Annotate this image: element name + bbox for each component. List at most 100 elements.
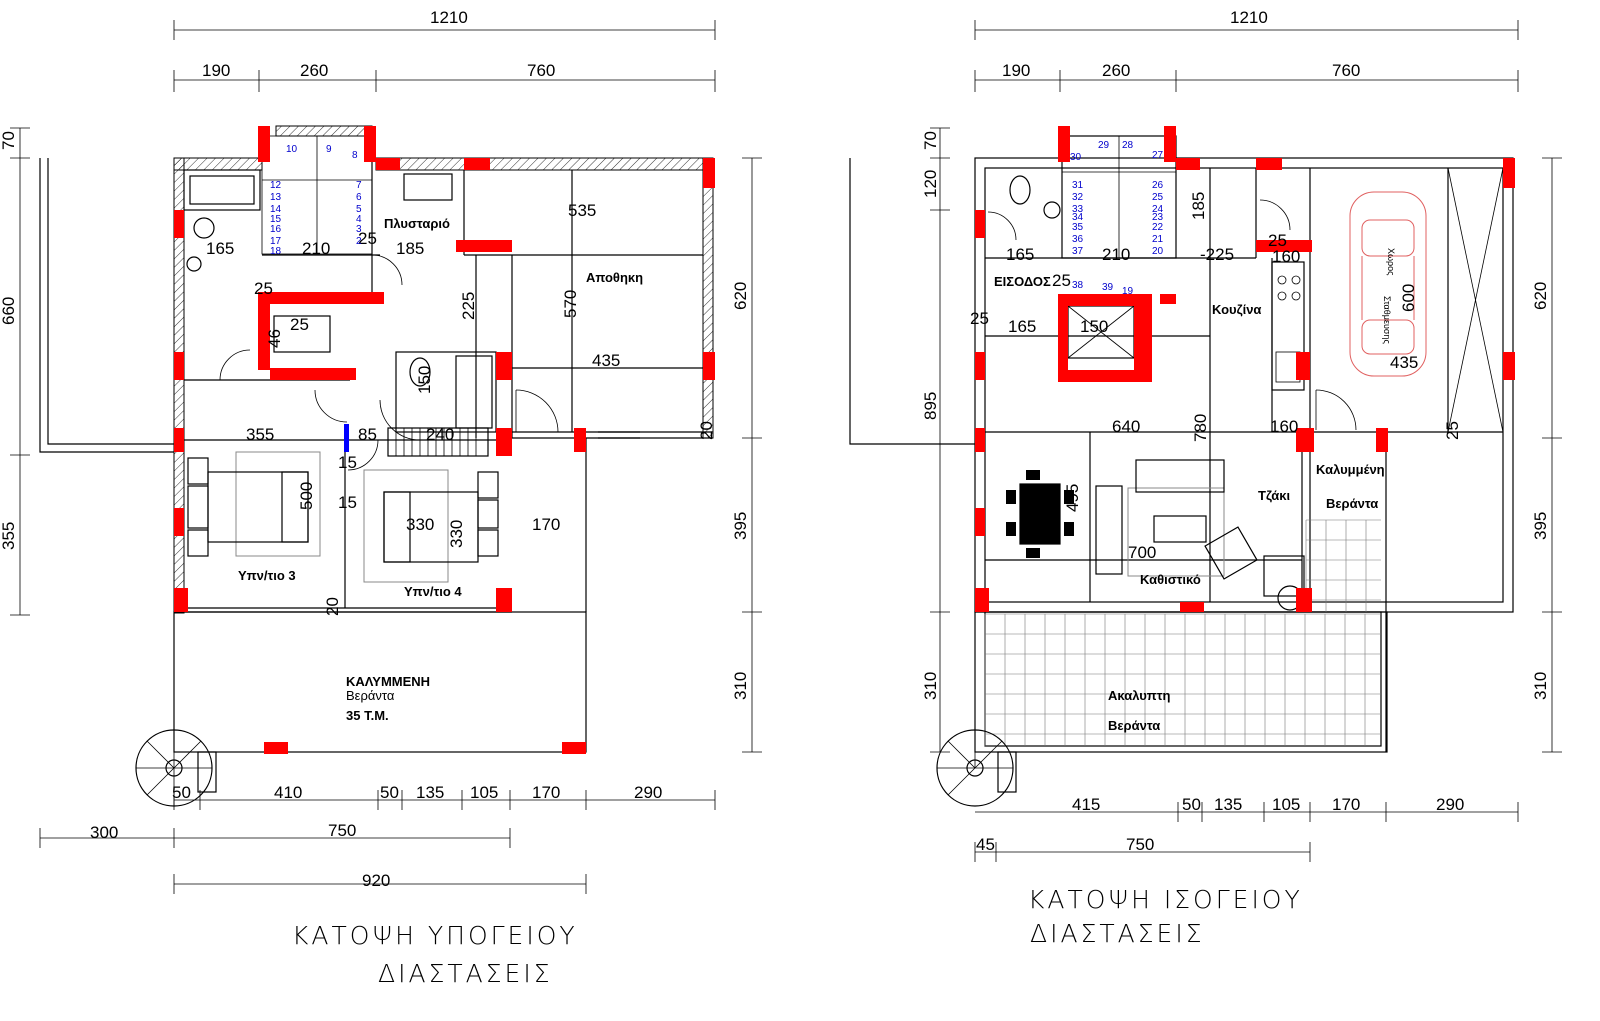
svg-text:27: 27 — [1152, 150, 1164, 161]
svg-text:21: 21 — [1152, 234, 1164, 245]
dim-right-b: 395 — [731, 512, 750, 540]
svg-text:435: 435 — [1390, 353, 1418, 372]
svg-text:535: 535 — [568, 201, 596, 220]
svg-text:920: 920 — [362, 871, 390, 890]
svg-text:170: 170 — [532, 783, 560, 802]
svg-text:240: 240 — [426, 425, 454, 444]
svg-text:170: 170 — [532, 515, 560, 534]
svg-text:300: 300 — [90, 823, 118, 842]
dim-left-c: 355 — [0, 522, 18, 550]
svg-text:15: 15 — [338, 493, 357, 512]
svg-text:35: 35 — [1072, 222, 1084, 233]
left-inner-dims: 165 210 25 185 535 25 25 225 570 435 355… — [206, 201, 716, 616]
left-walls — [173, 125, 714, 614]
svg-text:25: 25 — [970, 309, 989, 328]
svg-text:-225: -225 — [1200, 245, 1234, 264]
svg-text:25: 25 — [1152, 192, 1164, 203]
svg-text:50: 50 — [1182, 795, 1201, 814]
svg-text:18: 18 — [270, 246, 282, 257]
room-bedroom-4: Υπν/τιο 4 — [404, 584, 462, 599]
svg-text:12: 12 — [270, 180, 282, 191]
svg-text:9: 9 — [326, 144, 332, 155]
svg-text:435: 435 — [592, 351, 620, 370]
svg-text:25: 25 — [1268, 231, 1287, 250]
svg-text:160: 160 — [1272, 247, 1300, 266]
dim-top-a: 190 — [202, 61, 230, 80]
svg-text:25: 25 — [254, 279, 273, 298]
right-inner-dims: 185 165 210 -225 25 25 25 165 150 600 43… — [970, 192, 1462, 562]
room-veranda-line2: Βεράντα — [346, 688, 395, 703]
svg-text:135: 135 — [416, 783, 444, 802]
svg-text:17: 17 — [270, 236, 282, 247]
room-tzaki: Τζάκι — [1258, 488, 1290, 503]
left-columns — [174, 126, 715, 754]
svg-text:310: 310 — [1531, 672, 1550, 700]
room-kathistiko: Καθιστικό — [1140, 572, 1201, 587]
room-veranda-area: 35 Τ.Μ. — [346, 708, 389, 723]
svg-text:135: 135 — [1214, 795, 1242, 814]
right-side-dimensions: 620 395 310 — [731, 157, 762, 753]
room-open-veranda-line2: Βεράντα — [1108, 718, 1160, 733]
right-furniture: Χωρος Σταθμευσης — [1006, 191, 1427, 611]
basement-plan: 1210 190 260 760 70 660 355 — [0, 8, 762, 988]
svg-text:15: 15 — [270, 214, 282, 225]
svg-text:50: 50 — [380, 783, 399, 802]
svg-text:210: 210 — [302, 239, 330, 258]
svg-text:750: 750 — [328, 821, 356, 840]
svg-text:225: 225 — [459, 292, 478, 320]
svg-text:25: 25 — [290, 315, 309, 334]
svg-text:105: 105 — [470, 783, 498, 802]
svg-text:45: 45 — [976, 835, 995, 854]
svg-text:310: 310 — [921, 672, 940, 700]
svg-text:36: 36 — [1072, 234, 1084, 245]
svg-text:Σταθμευσης: Σταθμευσης — [1382, 296, 1392, 344]
dim-right-a: 620 — [731, 282, 750, 310]
right-left-dimensions: 70 120 895 310 — [849, 127, 975, 753]
svg-text:16: 16 — [270, 224, 282, 235]
svg-text:570: 570 — [561, 290, 580, 318]
svg-text:495: 495 — [1063, 484, 1082, 512]
svg-text:20: 20 — [697, 421, 716, 440]
dim-left-a: 70 — [0, 131, 18, 150]
svg-text:13: 13 — [270, 192, 282, 203]
left-furniture — [187, 451, 499, 583]
svg-text:34: 34 — [1072, 212, 1084, 223]
svg-text:30: 30 — [1070, 152, 1082, 163]
right-walls — [974, 135, 1514, 613]
room-bedroom-3: Υπν/τιο 3 — [238, 568, 296, 583]
dim-top-b: 260 — [300, 61, 328, 80]
svg-text:85: 85 — [358, 425, 377, 444]
car-icon: Χωρος Σταθμευσης — [1349, 191, 1427, 377]
right-top-dimensions: 1210 190 260 760 — [974, 8, 1519, 92]
ground-floor-subtitle: ΔΙΑΣΤΑΣΕΙΣ — [1030, 919, 1205, 948]
svg-text:750: 750 — [1126, 835, 1154, 854]
svg-text:25: 25 — [1052, 271, 1071, 290]
svg-text:895: 895 — [921, 392, 940, 420]
svg-text:150: 150 — [1080, 317, 1108, 336]
svg-text:Χωρος: Χωρος — [1386, 248, 1396, 276]
right-stair-numbers: 30 29 28 27 31 32 33 34 35 36 37 26 25 2… — [1070, 140, 1164, 297]
svg-text:20: 20 — [323, 597, 342, 616]
svg-text:37: 37 — [1072, 246, 1084, 257]
room-apothiki: Αποθηκη — [586, 270, 643, 285]
svg-text:185: 185 — [1189, 192, 1208, 220]
svg-text:28: 28 — [1122, 140, 1134, 151]
svg-text:150: 150 — [415, 366, 434, 394]
room-eisodos: ΕΙΣΟΔΟΣ — [994, 274, 1051, 289]
svg-text:10: 10 — [286, 144, 298, 155]
svg-text:25: 25 — [1443, 421, 1462, 440]
svg-text:260: 260 — [1102, 61, 1130, 80]
svg-text:330: 330 — [406, 515, 434, 534]
svg-text:190: 190 — [1002, 61, 1030, 80]
svg-text:20: 20 — [1152, 246, 1164, 257]
room-kouzina: Κουζίνα — [1212, 302, 1261, 317]
svg-text:290: 290 — [1436, 795, 1464, 814]
svg-text:6: 6 — [356, 192, 362, 203]
svg-text:120: 120 — [921, 170, 940, 198]
svg-text:355: 355 — [246, 425, 274, 444]
svg-text:46: 46 — [265, 329, 284, 348]
svg-text:160: 160 — [1270, 417, 1298, 436]
svg-text:620: 620 — [1531, 282, 1550, 310]
svg-text:23: 23 — [1152, 212, 1164, 223]
